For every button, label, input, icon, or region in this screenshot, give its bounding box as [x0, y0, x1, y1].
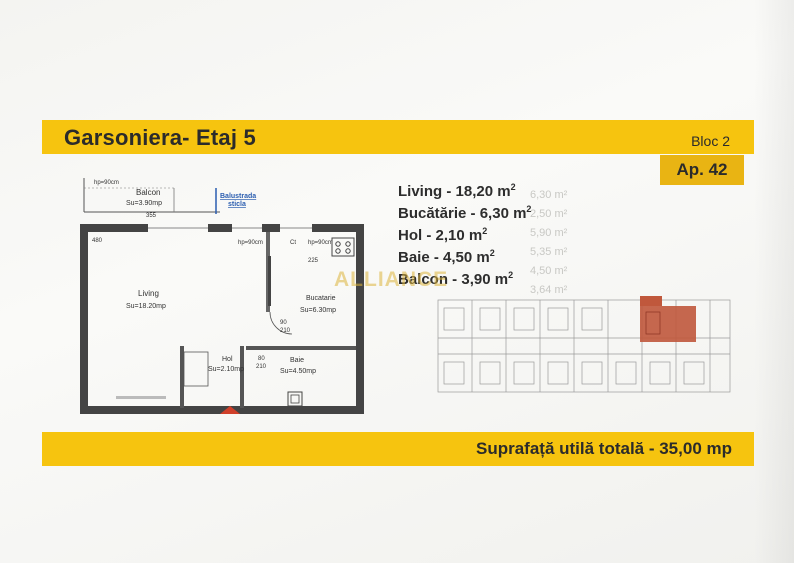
kitchen-width: 225 — [308, 258, 319, 264]
living-label: Living — [138, 289, 159, 298]
radiator — [116, 396, 166, 399]
hall-door-width: 80 — [258, 356, 265, 362]
balustrada-label-line2: sticla — [228, 201, 246, 208]
ghost-line: 4,50 m² — [530, 265, 568, 277]
ghost-text: 6,30 m² 2,50 m² 5,90 m² 5,35 m² 4,50 m² … — [530, 186, 567, 300]
apartment-badge: Ap. 42 — [660, 155, 744, 185]
room-name: Living — [398, 183, 443, 200]
highlighted-apartment — [640, 296, 696, 342]
bloc-label: Bloc 2 — [691, 133, 730, 149]
unit-superscript: 2 — [526, 204, 532, 214]
room-baie: Baie - 4,50 m2 — [398, 248, 495, 266]
room-area: 6,30 m — [479, 205, 527, 222]
bath-label: Baie — [290, 357, 304, 364]
total-area-text: Suprafață utilă totală - 35,00 mp — [475, 439, 732, 458]
ghost-line: 5,90 m² — [530, 227, 568, 239]
paper-edge-shadow — [754, 0, 794, 563]
room-name: Bucătărie — [398, 205, 467, 222]
room-balcon: Balcon - 3,90 m2 — [398, 270, 514, 288]
floor-plan: hp=90cm Balcon Su=3.90mp 355 Balustrada … — [80, 178, 364, 414]
ghost-line: 2,50 m² — [530, 208, 568, 220]
living-area: Su=18.20mp — [126, 303, 166, 310]
balcony-hp: hp=90cm — [94, 180, 119, 186]
kitchen-door-width: 90 — [280, 320, 287, 326]
unit-superscript: 2 — [489, 248, 495, 258]
hall-door-height: 210 — [256, 364, 267, 370]
living-width: 480 — [92, 238, 103, 244]
kitchen-door-height: 210 — [280, 328, 291, 334]
ct-label: Ct — [290, 240, 296, 246]
title-banner: Garsoniera- Etaj 5 Bloc 2 — [42, 120, 754, 154]
page-title: Garsoniera- Etaj 5 — [64, 125, 256, 150]
room-name: Baie — [398, 249, 430, 266]
apartment-number: Ap. 42 — [676, 160, 728, 179]
room-area: 18,20 m — [455, 183, 511, 200]
toilet-icon — [287, 391, 303, 407]
room-area-list: Living - 18,20 m2 Bucătărie - 6,30 m2 Ho… — [398, 176, 532, 288]
entrance-arrow-icon — [220, 406, 240, 414]
room-area: 3,90 m — [461, 271, 509, 288]
walls — [80, 224, 364, 414]
room-hol: Hol - 2,10 m2 — [398, 226, 488, 244]
balcony-label: Balcon — [136, 188, 160, 197]
room-living: Living - 18,20 m2 — [398, 182, 516, 200]
room-area: 2,10 m — [435, 227, 483, 244]
building-site-plan — [437, 296, 731, 393]
balustrada-label: Balustrada — [220, 193, 256, 200]
hall-label: Hol — [222, 356, 233, 363]
balcony-area-value: Su=3.90mp — [126, 200, 162, 207]
unit-superscript: 2 — [508, 270, 514, 280]
balcony-area: hp=90cm Balcon Su=3.90mp 355 Balustrada … — [83, 178, 256, 219]
watermark-logo: ALLIANCE — [334, 268, 449, 291]
room-bucatarie: Bucătărie - 6,30 m2 — [398, 204, 532, 222]
kitchen-label: Bucatarie — [306, 295, 336, 302]
ghost-line: 5,35 m² — [530, 246, 568, 258]
hall-area: Su=2.10mp — [208, 366, 244, 373]
unit-superscript: 2 — [482, 226, 488, 236]
stove-icon — [331, 237, 355, 257]
ghost-line: 6,30 m² — [530, 189, 568, 201]
room-area: 4,50 m — [443, 249, 490, 266]
room-name: Balcon — [398, 271, 449, 288]
total-area-banner: Suprafață utilă totală - 35,00 mp — [42, 432, 754, 466]
kitchen-door — [269, 311, 293, 335]
room-name: Hol — [398, 227, 423, 244]
balcony-width: 355 — [146, 213, 157, 219]
hp-label: hp=90cm — [238, 240, 263, 246]
bath-area: Su=4.50mp — [280, 368, 316, 375]
ghost-line: 3,64 m² — [530, 284, 568, 296]
kitchen-area: Su=6.30mp — [300, 307, 336, 314]
unit-superscript: 2 — [510, 182, 516, 192]
hp-label: hp=90cm — [308, 240, 333, 246]
